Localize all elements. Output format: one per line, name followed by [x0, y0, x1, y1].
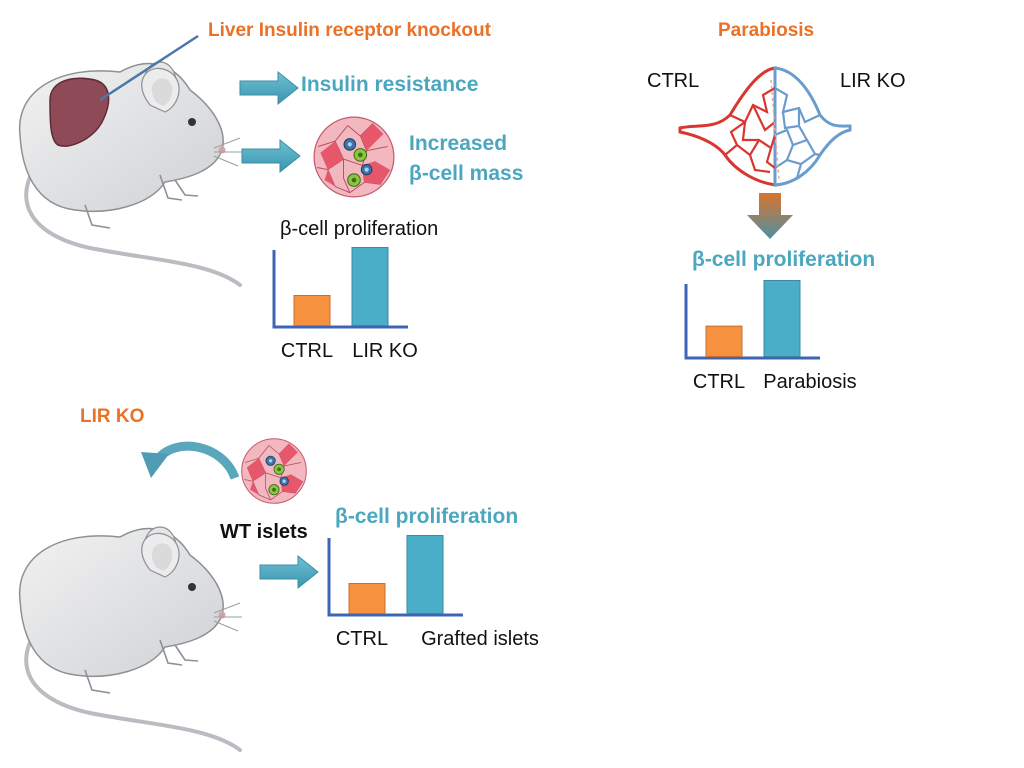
bar-grafted-islets — [406, 535, 444, 614]
bar-ctrl — [348, 583, 386, 614]
parabiosis-vessels-icon — [678, 66, 852, 187]
beta-cell-mass-label: β-cell mass — [409, 162, 524, 185]
bar-ctrl — [293, 295, 331, 326]
chart-b: CTRL Parabiosis — [684, 280, 857, 393]
tick-label-ctrl: CTRL — [693, 371, 745, 393]
arrow-right-icon — [239, 71, 299, 105]
arrow-down-icon — [747, 193, 793, 239]
bar-lir-ko — [351, 247, 389, 326]
chart-c: CTRL Grafted islets — [327, 535, 539, 650]
tick-label-parabiosis: Parabiosis — [763, 371, 856, 393]
pointer-line — [99, 34, 199, 102]
chart-a-title: β-cell proliferation — [280, 218, 439, 240]
chart-axis — [327, 538, 463, 617]
islet-icon — [313, 116, 395, 198]
mouse-icon — [17, 525, 244, 752]
panel-a-title: Liver Insulin receptor knockout — [208, 20, 491, 41]
chart-axis — [272, 250, 408, 329]
panel-c-title: LIR KO — [80, 406, 145, 427]
tick-label-grafted-islets: Grafted islets — [421, 628, 539, 650]
bar-parabiosis — [763, 280, 801, 357]
arrow-right-icon — [241, 139, 301, 173]
liver-icon — [49, 77, 110, 147]
parabiosis-lirko-label: LIR KO — [840, 70, 906, 92]
chart-b-title: β-cell proliferation — [692, 248, 876, 271]
tick-label-lir-ko: LIR KO — [352, 340, 418, 362]
tick-label-ctrl: CTRL — [281, 340, 333, 362]
chart-c-title: β-cell proliferation — [335, 505, 519, 528]
curved-arrow-icon — [141, 441, 240, 480]
chart-a: CTRL LIR KO — [272, 247, 418, 362]
panel-b-title: Parabiosis — [718, 20, 815, 41]
parabiosis-ctrl-label: CTRL — [647, 70, 700, 92]
arrow-right-icon — [259, 555, 319, 589]
bar-ctrl — [705, 325, 743, 357]
tick-label-ctrl: CTRL — [336, 628, 388, 650]
chart-axis — [684, 284, 820, 360]
mouse-icon — [17, 34, 244, 287]
increased-label: Increased — [409, 132, 508, 155]
wt-islets-label: WT islets — [220, 521, 308, 543]
insulin-resistance-label: Insulin resistance — [301, 73, 479, 96]
